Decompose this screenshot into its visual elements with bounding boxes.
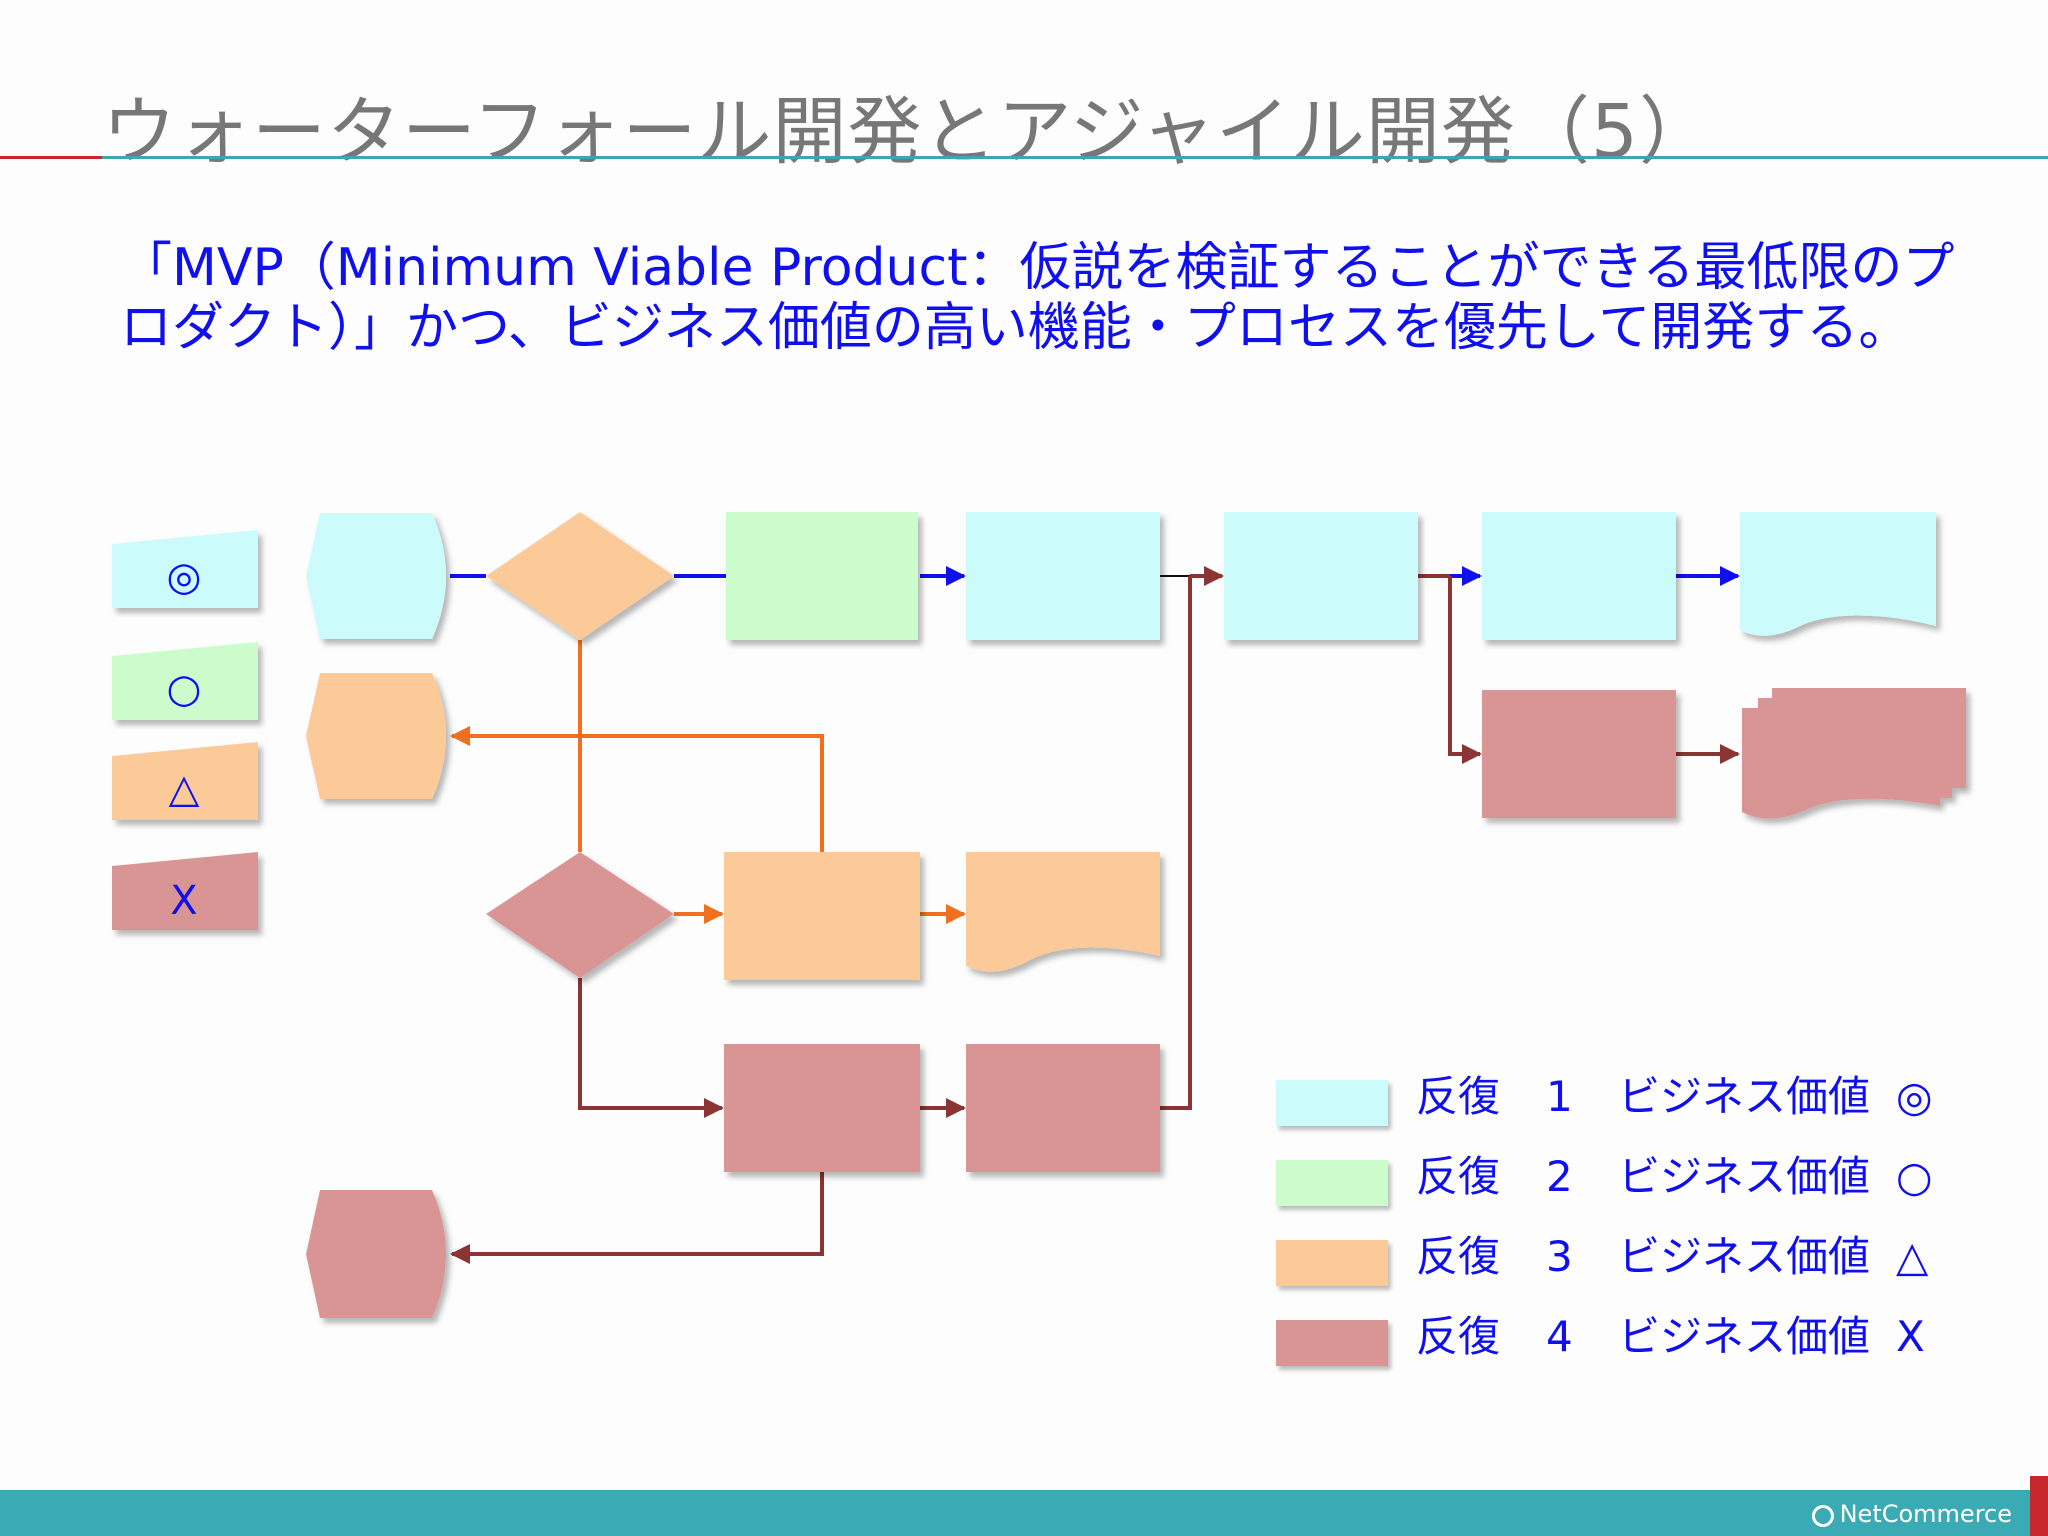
legend-swatch-1 [1276, 1080, 1388, 1126]
connector-maroon-return [450, 1172, 824, 1264]
key-symbol-4: X [170, 878, 198, 924]
legend-row-4: 反復 4 ビジネス価値 X [1276, 1312, 1976, 1372]
connector-decision2-maroon [578, 978, 724, 1118]
legend-swatch-3 [1276, 1240, 1388, 1286]
legend-value-symbol: △ [1896, 1232, 1929, 1281]
logo-icon [1811, 1505, 1834, 1527]
legend-iteration-number: 2 [1546, 1152, 1573, 1201]
process-maroon-1 [724, 1044, 920, 1172]
logo-text: NetCommerce [1839, 1500, 2012, 1528]
key-swatch-2 [112, 642, 258, 720]
legend-swatch-4 [1276, 1320, 1388, 1366]
legend-row-1: 反復 1 ビジネス価値 ◎ [1276, 1072, 1976, 1132]
legend-iteration-number: 4 [1546, 1312, 1573, 1361]
subtitle-line-1: 「MVP（Minimum Viable Product：仮説を検証することができ… [120, 238, 1955, 298]
process-orange [724, 852, 920, 980]
title-rule [102, 156, 2048, 159]
footer-bar [0, 1490, 2048, 1536]
page-title: ウォーターフォール開発とアジャイル開発（5） [102, 89, 1714, 175]
legend-value-symbol: ○ [1896, 1152, 1933, 1201]
legend-row-3: 反復 3 ビジネス価値 △ [1276, 1232, 1976, 1292]
process-maroon-2 [966, 1044, 1160, 1172]
legend-iteration-number: 1 [1546, 1072, 1573, 1121]
process-green [726, 512, 918, 640]
orange-display-shape [306, 673, 446, 799]
legend-business-value-label: ビジネス価値 [1618, 1232, 1871, 1281]
legend-business-value-label: ビジネス価値 [1618, 1072, 1871, 1121]
legend-business-value-label: ビジネス価値 [1618, 1312, 1871, 1361]
process-cyan-2 [1224, 512, 1418, 640]
process-cyan-3 [1482, 512, 1676, 640]
legend-iteration-label: 反復 [1416, 1232, 1501, 1281]
legend-value-symbol: ◎ [1896, 1072, 1933, 1121]
key-symbol-3: △ [168, 766, 200, 812]
legend-iteration-label: 反復 [1416, 1312, 1501, 1361]
maroon-display-shape [306, 1190, 446, 1318]
legend-iteration-number: 3 [1546, 1232, 1573, 1281]
document-cyan [1740, 512, 1936, 636]
key-symbol-1: ◎ [166, 554, 202, 600]
footer-accent [2030, 1476, 2048, 1536]
connector-maroon-merge [1160, 576, 1192, 1110]
multidocument-maroon [1742, 688, 1966, 819]
legend-row-2: 反復 2 ビジネス価値 ○ [1276, 1152, 1976, 1212]
legend-swatch-2 [1276, 1160, 1388, 1206]
legend-business-value-label: ビジネス価値 [1618, 1152, 1871, 1201]
legend-iteration-label: 反復 [1416, 1072, 1501, 1121]
company-logo: NetCommerce [1811, 1500, 2012, 1528]
key-swatch-3 [112, 742, 258, 820]
key-swatch-4 [112, 852, 258, 930]
title-rule-accent [0, 156, 102, 159]
legend-iteration-label: 反復 [1416, 1152, 1501, 1201]
process-maroon-3 [1482, 690, 1676, 818]
decision-2 [486, 852, 674, 978]
decision-1 [486, 512, 674, 640]
process-cyan-1 [966, 512, 1160, 640]
start-display-shape [306, 513, 446, 639]
key-symbol-2: ○ [166, 666, 202, 712]
subtitle-line-2: ロダクト）」かつ、ビジネス価値の高い機能・プロセスを優先して開発する。 [120, 298, 1911, 358]
document-orange [966, 852, 1160, 972]
connector-branch-maroon [1448, 576, 1482, 764]
subtitle: 「MVP（Minimum Viable Product：仮説を検証することができ… [120, 238, 1955, 358]
connector-orange-return [450, 726, 824, 852]
key-swatch-1 [112, 530, 258, 608]
legend-value-symbol: X [1896, 1312, 1925, 1361]
